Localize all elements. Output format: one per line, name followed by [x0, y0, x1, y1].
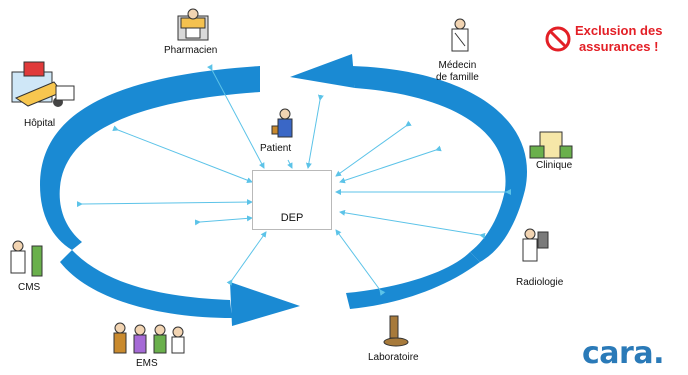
- medecin-icon: [451, 18, 469, 52]
- hopital-icon: [11, 61, 75, 107]
- medecin-label-line2: de famille: [436, 72, 479, 83]
- cms-label: CMS: [18, 282, 41, 293]
- patient-icon: [271, 108, 293, 138]
- pharmacien-label: Pharmacien: [164, 45, 218, 56]
- no-entry-icon: [545, 26, 571, 52]
- ems-label: EMS: [136, 358, 158, 369]
- dep-label: DEP: [280, 212, 304, 224]
- cycle-arrow-top: [40, 54, 528, 262]
- exclusion-text: Exclusion des assurances !: [575, 23, 662, 55]
- cycle-arrow-bottom: [60, 250, 480, 326]
- connectors: [76, 64, 511, 296]
- radiologie-label: Radiologie: [516, 277, 564, 288]
- exclusion-line1: Exclusion des: [575, 23, 663, 38]
- clinique-icon: [529, 131, 573, 159]
- laboratoire-icon: [383, 315, 409, 347]
- medecin-label: Médecin de famille: [436, 60, 479, 84]
- pharmacien-icon: [177, 8, 209, 41]
- radiologie-icon: [522, 228, 549, 262]
- dep-box: DEP: [252, 170, 332, 230]
- clinique-label: Clinique: [536, 160, 573, 171]
- patient-label: Patient: [260, 143, 292, 154]
- cara-logo: cara.: [582, 336, 664, 371]
- hopital-label: Hôpital: [24, 118, 56, 129]
- ems-icon: [113, 322, 185, 354]
- laboratoire-label: Laboratoire: [368, 352, 419, 363]
- cms-icon: [10, 240, 43, 277]
- exclusion-line2: assurances !: [578, 39, 659, 54]
- medecin-label-line1: Médecin: [438, 60, 477, 71]
